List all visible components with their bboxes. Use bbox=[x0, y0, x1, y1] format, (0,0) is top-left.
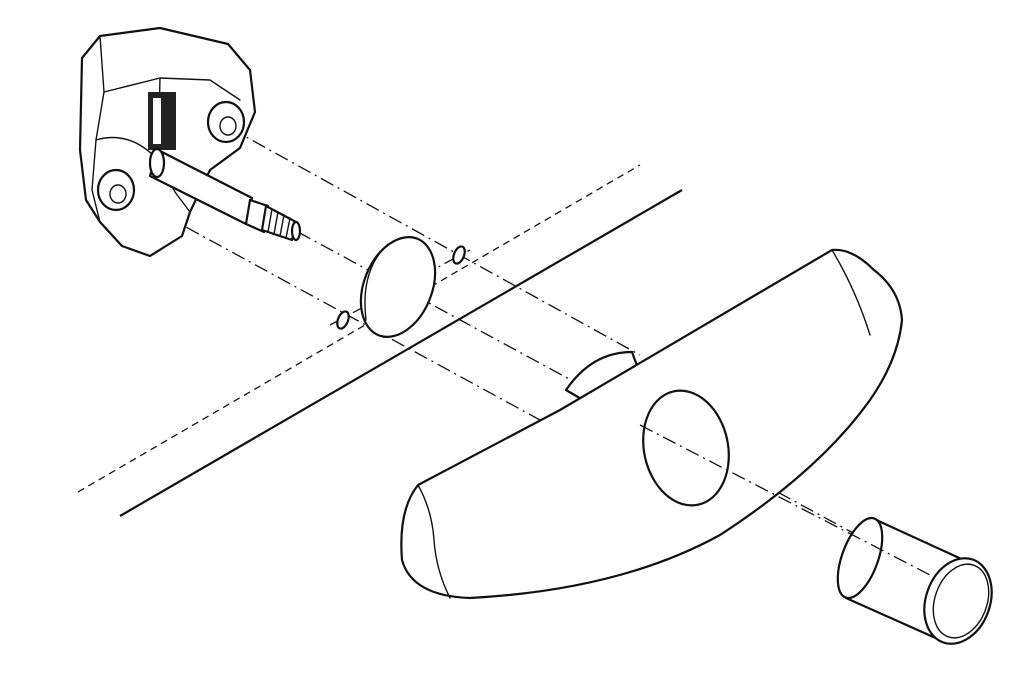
o-ring-top bbox=[452, 245, 466, 265]
housing-screw-hole-top bbox=[219, 116, 237, 136]
housing-latch-block bbox=[148, 92, 176, 150]
housing-screw-hole-bottom bbox=[109, 184, 127, 204]
axis-line-through-handle bbox=[639, 424, 931, 576]
spindle-thread bbox=[260, 204, 298, 242]
rosette-ring bbox=[359, 236, 437, 338]
axis-line-bottom-screw bbox=[117, 189, 541, 421]
housing-inner-rim bbox=[103, 77, 241, 101]
t-handle-left-facet bbox=[417, 484, 451, 599]
end-cap bbox=[836, 516, 993, 645]
panel-back-edge-dashed bbox=[77, 164, 641, 493]
panel-surface bbox=[77, 164, 683, 517]
lock-housing bbox=[78, 26, 257, 258]
t-handle bbox=[400, 248, 904, 600]
end-cap-face-rim bbox=[932, 563, 990, 639]
t-handle-hole bbox=[642, 389, 730, 507]
rosette-inner-edge bbox=[364, 243, 389, 321]
o-ring-bottom bbox=[336, 310, 350, 330]
spindle-tip bbox=[290, 220, 302, 242]
end-cap-back bbox=[836, 516, 884, 600]
spindle-collar bbox=[148, 147, 166, 179]
housing-latch-slot bbox=[153, 98, 161, 144]
t-handle-right-facet bbox=[831, 249, 871, 336]
axis-line-top-screw bbox=[229, 127, 641, 356]
rosette-outer bbox=[359, 236, 437, 338]
panel-front-edge bbox=[119, 189, 683, 517]
end-cap-face bbox=[923, 557, 993, 645]
threaded-spindle bbox=[148, 147, 302, 242]
